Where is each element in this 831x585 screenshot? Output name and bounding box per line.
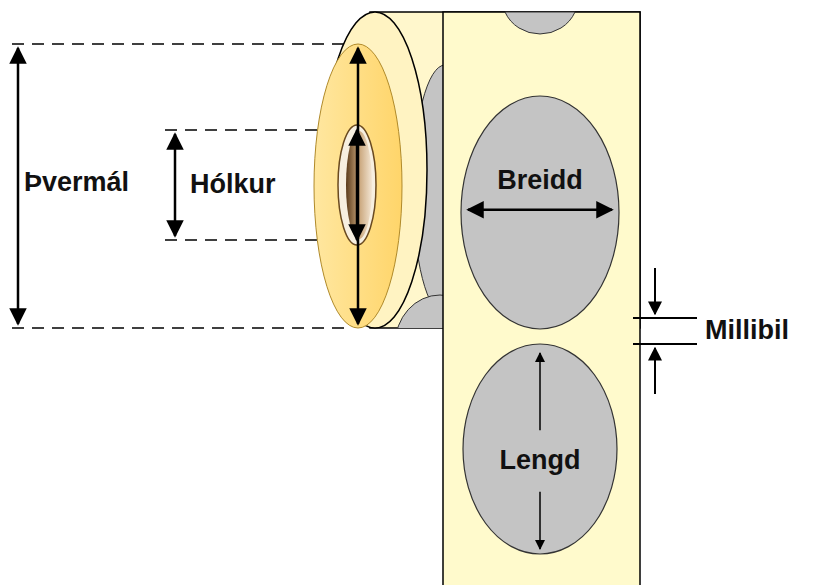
gap-markers xyxy=(633,268,697,394)
dimension-arrows xyxy=(18,48,175,324)
roll-ring xyxy=(314,44,402,328)
dimension-label: Millibil xyxy=(705,316,789,346)
ellipse-shape xyxy=(460,95,620,330)
dimension-label: Lengd xyxy=(500,446,581,476)
label-ellipse: Lengd xyxy=(462,343,618,555)
dimension-label: Breidd xyxy=(497,166,583,196)
roll-arrows xyxy=(357,48,358,324)
dimension-guides xyxy=(12,44,352,328)
label-top xyxy=(505,12,575,34)
dimension-label: Hólkur xyxy=(190,170,276,200)
core-tube xyxy=(338,125,376,245)
dimension-label: Þvermál xyxy=(24,168,129,198)
label-ellipse: Breidd xyxy=(460,95,620,330)
label-strip xyxy=(443,12,640,585)
